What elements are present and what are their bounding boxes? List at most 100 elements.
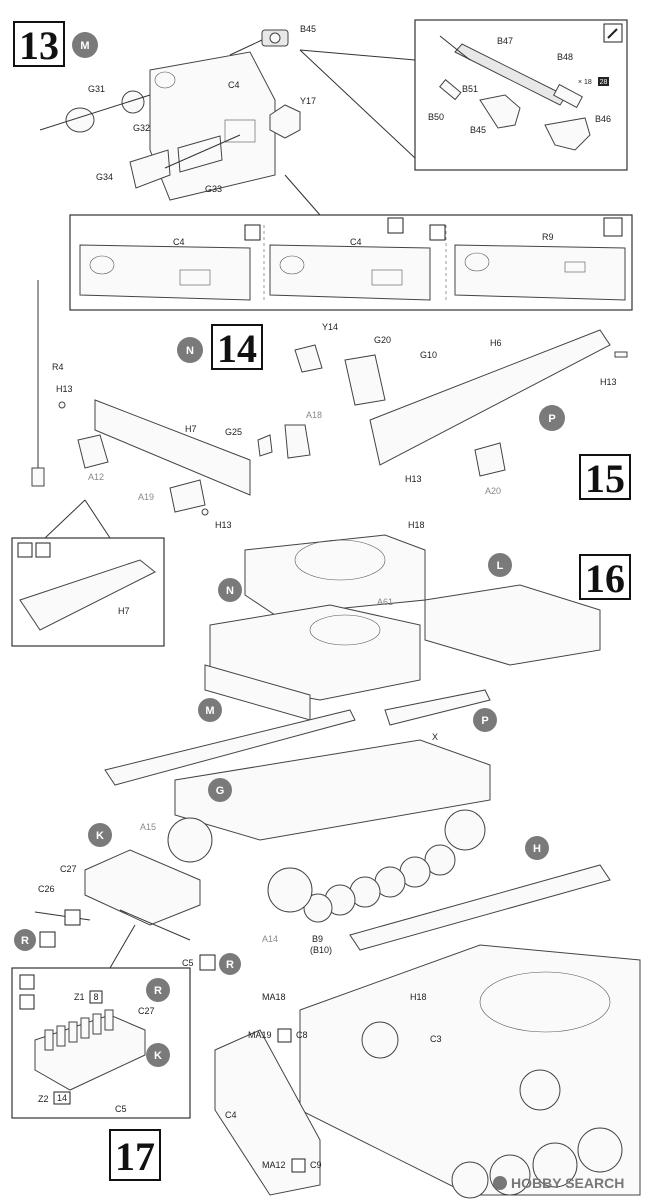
step-15: Y14 G20 G10 H6 H13 H13 A20 P 15 <box>294 322 631 501</box>
badge-p <box>539 405 565 431</box>
label-z1: Z1 <box>74 992 85 1002</box>
badge-r-left <box>14 929 36 951</box>
badge-n-label: N <box>186 345 194 357</box>
badge-r-left-label: R <box>21 935 29 947</box>
inset-h7-part <box>19 559 156 631</box>
label-b50: B50 <box>428 112 444 122</box>
label-g10: G10 <box>420 350 437 360</box>
part-c4-plate <box>149 51 276 201</box>
s17-inset-icon-2 <box>19 994 35 1010</box>
label-a15: A15 <box>140 822 156 832</box>
inset-count-note: × 18 <box>578 79 592 86</box>
step-number-16: 16 <box>585 556 625 601</box>
part-y14 <box>294 344 323 373</box>
label-g31: G31 <box>88 84 105 94</box>
badge-k-label: K <box>96 830 104 842</box>
part-a18 <box>284 424 311 459</box>
variant-3-label: R9 <box>542 232 554 242</box>
sprocket-a14 <box>267 867 313 913</box>
part-h6 <box>369 329 611 466</box>
part-g-fender <box>104 709 356 786</box>
count-z1: 8 <box>93 992 98 1002</box>
variant-3-glue-icon <box>603 217 623 237</box>
badge-l-label: L <box>497 560 504 572</box>
label-ma12: MA12 <box>262 1160 286 1170</box>
badge-m-16-label: M <box>205 705 214 717</box>
label-c8: C8 <box>296 1030 308 1040</box>
badge-r-right <box>219 953 241 975</box>
label-g32: G32 <box>133 123 150 133</box>
part-b45 <box>229 29 289 56</box>
label-h7: H7 <box>185 424 197 434</box>
part-h7 <box>94 399 251 496</box>
part-h-fender <box>349 864 611 951</box>
label-h6: H6 <box>490 338 502 348</box>
label-c26: C26 <box>38 884 55 894</box>
icon-c5 <box>199 954 216 971</box>
s17-inset-badge-k <box>146 1043 170 1067</box>
s17-hatch <box>361 1021 399 1059</box>
label-b9: B9 <box>312 934 323 944</box>
label-r4: R4 <box>52 362 64 372</box>
step-16: 16 H18 A61 X A15 <box>14 520 631 975</box>
s17-c4-plate <box>214 1029 321 1196</box>
label-b46: B46 <box>595 114 611 124</box>
label-b47: B47 <box>497 36 513 46</box>
badge-k <box>88 823 112 847</box>
variant-2-icon <box>387 217 404 234</box>
label-g33: G33 <box>205 184 222 194</box>
part-b45-gun <box>479 94 521 129</box>
part-b50 <box>439 79 462 101</box>
part-c26 <box>34 911 91 921</box>
label-g20: G20 <box>374 335 391 345</box>
label-h13-d: H13 <box>405 474 422 484</box>
label-g25: G25 <box>225 427 242 437</box>
badge-m-16 <box>198 698 222 722</box>
inset-cut-icon <box>35 542 51 558</box>
step-17: R K Z1 8 C27 Z2 14 C5 17 H18 <box>11 924 641 1199</box>
part-y17 <box>269 104 301 139</box>
label-c27-inset: C27 <box>138 1006 155 1016</box>
label-b45-inset: B45 <box>470 125 486 135</box>
label-z2: Z2 <box>38 1094 49 1104</box>
variant-1-label: C4 <box>173 237 185 247</box>
label-b51: B51 <box>462 84 478 94</box>
label-a14: A14 <box>262 934 278 944</box>
label-h18: H18 <box>408 520 425 530</box>
part-b46 <box>544 117 591 151</box>
part-a12 <box>77 434 109 469</box>
variant-2-label: C4 <box>350 237 362 247</box>
badge-m <box>72 32 98 58</box>
icon-r-left <box>39 931 56 948</box>
step-14: N 14 R4 H13 H7 G25 A18 A12 A19 H13 <box>31 280 322 530</box>
label-c27: C27 <box>60 864 77 874</box>
variant-1-plate <box>79 244 251 301</box>
step-number-17: 17 <box>115 1134 155 1179</box>
part-l-rear-deck <box>424 584 601 666</box>
badge-n-16 <box>218 578 242 602</box>
variant-1-icon <box>244 224 261 241</box>
label-h13-c: H13 <box>600 377 617 387</box>
badge-n <box>177 337 203 363</box>
label-x: X <box>432 732 438 742</box>
badge-g <box>208 778 232 802</box>
badge-h <box>525 836 549 860</box>
label-a19: A19 <box>138 492 154 502</box>
s17-inset-badge-r-label: R <box>154 985 162 997</box>
step-number-13: 13 <box>19 23 59 68</box>
count-z2: 14 <box>57 1093 67 1103</box>
label-c9: C9 <box>310 1160 322 1170</box>
label-h13-a: H13 <box>56 384 73 394</box>
label-ma18: MA18 <box>262 992 286 1002</box>
badge-l <box>488 553 512 577</box>
s17-inset-badge-r <box>146 978 170 1002</box>
step-13-inset: B47 B48 B51 B50 B45 B46 × 18 28 <box>299 19 628 171</box>
part-g32 <box>121 90 145 114</box>
variant-3-icon-a <box>429 224 446 241</box>
label-y14: Y14 <box>322 322 338 332</box>
badge-r-right-label: R <box>226 959 234 971</box>
inset-count-number: 28 <box>600 79 608 86</box>
part-g31 <box>65 107 95 133</box>
part-g34 <box>129 149 171 189</box>
